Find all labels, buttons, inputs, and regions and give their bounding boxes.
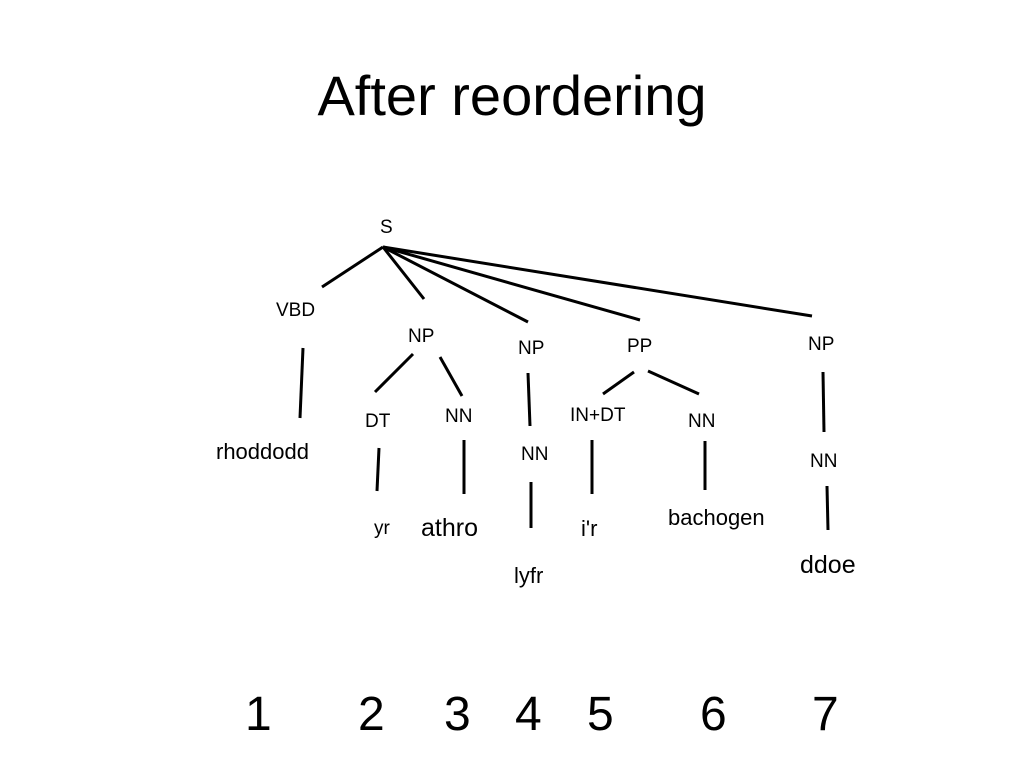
word-yr: yr — [374, 518, 390, 539]
position-number-6: 6 — [700, 688, 727, 741]
node-pp: PP — [627, 336, 653, 357]
edge-dt-word — [375, 447, 381, 492]
edge-s-np2 — [382, 245, 529, 324]
position-number-1: 1 — [245, 688, 272, 741]
word-bachogen: bachogen — [668, 505, 765, 530]
edge-s-np1 — [381, 246, 426, 300]
node-np-2: NP — [518, 338, 545, 359]
node-nn-4: NN — [810, 451, 838, 472]
word-rhoddodd: rhoddodd — [216, 439, 309, 464]
position-number-4: 4 — [515, 688, 542, 741]
edge-np3-nn — [821, 371, 826, 433]
word-ddoe: ddoe — [800, 551, 856, 579]
node-in-dt: IN+DT — [570, 405, 626, 426]
node-nn-3: NN — [688, 411, 716, 432]
word-lyfr: lyfr — [514, 563, 544, 588]
edge-pp-indt — [602, 370, 635, 396]
edge-np2-nn — [526, 372, 532, 427]
position-number-2: 2 — [358, 688, 385, 741]
edge-s-pp — [382, 245, 641, 322]
node-dt: DT — [365, 411, 391, 432]
edge-s-np3 — [382, 245, 813, 318]
position-number-7: 7 — [812, 688, 839, 741]
edge-nn4-word — [825, 485, 830, 531]
slide-title: After reordering — [317, 64, 707, 127]
edge-s-vbd — [321, 245, 384, 289]
edge-vbd-word — [298, 347, 305, 419]
node-s: S — [380, 217, 393, 238]
edge-np1-nn — [438, 356, 464, 397]
word-ir: i'r — [581, 516, 598, 541]
edge-np1-dt — [373, 352, 415, 394]
node-nn-1: NN — [445, 406, 473, 427]
word-athro: athro — [421, 514, 478, 542]
node-np-1: NP — [408, 326, 435, 347]
node-np-3: NP — [808, 334, 835, 355]
position-number-3: 3 — [444, 688, 471, 741]
node-vbd: VBD — [276, 300, 316, 321]
edge-pp-nn — [647, 369, 700, 396]
node-nn-2: NN — [521, 444, 549, 465]
position-number-5: 5 — [587, 688, 614, 741]
